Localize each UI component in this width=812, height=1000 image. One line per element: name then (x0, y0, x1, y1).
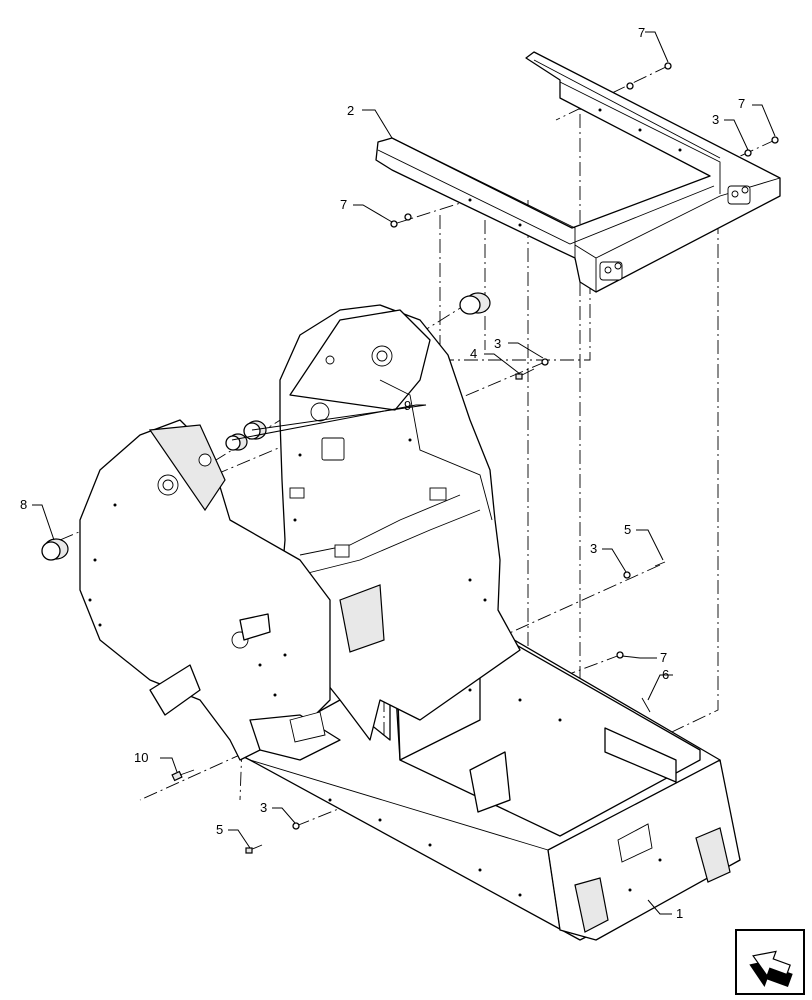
callout-7-left: 7 (340, 197, 347, 212)
bushing-pair-part-9 (225, 420, 267, 451)
nut-part-7-right (771, 136, 779, 144)
callout-7-top: 7 (638, 25, 645, 40)
bolt-part-5-right (654, 561, 666, 567)
page-navigation-arrow-icon[interactable] (735, 929, 805, 995)
callout-5-bottom: 5 (216, 822, 223, 837)
callout-labels: 7 2 7 3 7 3 4 9 8 5 3 7 6 10 3 5 1 (20, 25, 745, 921)
washer-top (626, 82, 634, 90)
callout-9: 9 (404, 398, 411, 413)
top-frame-part-2 (375, 51, 781, 293)
callout-3-bottom: 3 (260, 800, 267, 815)
bushing-part-8 (41, 538, 69, 561)
washer-part-3-bottom (292, 822, 300, 830)
callout-7-low: 7 (660, 650, 667, 665)
callout-4: 4 (470, 346, 477, 361)
callout-5-right: 5 (624, 522, 631, 537)
callout-3-mid: 3 (494, 336, 501, 351)
washer-part-3-right (744, 149, 752, 157)
main-chassis-part-1 (79, 304, 741, 941)
bolt-part-10 (171, 769, 195, 782)
callout-2: 2 (347, 103, 354, 118)
nut-part-7-left (390, 220, 398, 228)
nut-part-7-low (616, 651, 624, 659)
nut-part-7-top (664, 62, 672, 70)
callout-8: 8 (20, 497, 27, 512)
callout-3-right: 3 (590, 541, 597, 556)
washer-part-3-mid (541, 358, 549, 366)
washer-part-3-right-mid (623, 571, 631, 579)
callout-1: 1 (676, 906, 683, 921)
callout-7-right: 7 (738, 96, 745, 111)
bolt-part-6 (641, 697, 651, 713)
callout-3-top-right: 3 (712, 112, 719, 127)
callout-10: 10 (134, 750, 148, 765)
callout-6: 6 (662, 667, 669, 682)
leader-lines (32, 31, 776, 915)
